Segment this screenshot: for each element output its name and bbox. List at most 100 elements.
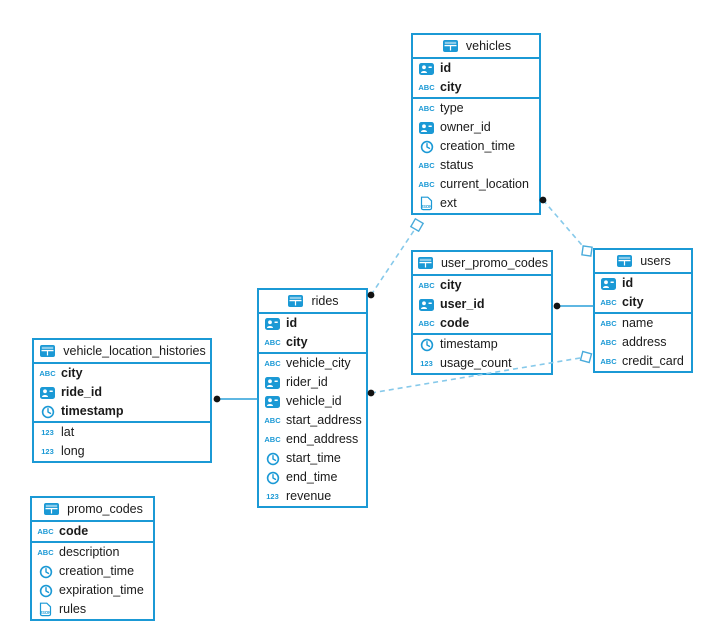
column-row-end_time[interactable]: end_time xyxy=(259,468,366,487)
column-row-name[interactable]: ABC name xyxy=(595,314,691,333)
table-title: users xyxy=(640,253,671,268)
text-abc-icon: ABC xyxy=(600,297,617,307)
column-name: city xyxy=(622,295,644,310)
column-row-ext[interactable]: JSON ext xyxy=(413,194,539,213)
json-icon: JSON xyxy=(417,196,436,211)
relation-vehicle_location_histories-rides[interactable] xyxy=(213,395,258,403)
relation-vehicles-users[interactable] xyxy=(539,196,593,257)
relation-diamond-endpoint xyxy=(409,217,425,233)
column-name: creation_time xyxy=(59,564,135,579)
text-abc-icon: ABC xyxy=(37,526,54,536)
column-row-credit_card[interactable]: ABC credit_card xyxy=(595,352,691,371)
column-row-owner_id[interactable]: owner_id xyxy=(413,118,539,137)
column-name: end_time xyxy=(286,470,338,485)
table-header-rides[interactable]: rides xyxy=(259,290,366,314)
column-row-creation_time[interactable]: creation_time xyxy=(32,562,153,581)
column-row-type[interactable]: ABC type xyxy=(413,99,539,118)
column-row-id[interactable]: id xyxy=(595,274,691,293)
table-header-promo_codes[interactable]: promo_codes xyxy=(32,498,153,522)
relation-dot-endpoint xyxy=(367,389,375,397)
number-123-icon: 123 xyxy=(420,358,433,368)
table-icon xyxy=(286,295,305,307)
table-header-vehicles[interactable]: vehicles xyxy=(413,35,539,59)
text-abc-icon: ABC xyxy=(418,179,435,189)
column-name: name xyxy=(622,316,654,331)
text-abc-icon: ABC xyxy=(418,103,435,113)
column-row-timestamp[interactable]: timestamp xyxy=(413,335,551,354)
svg-text:JSON: JSON xyxy=(40,610,51,615)
table-header-vehicle_location_histories[interactable]: vehicle_location_histories xyxy=(34,340,210,364)
relation-line[interactable] xyxy=(542,199,588,252)
column-row-vehicle_id[interactable]: vehicle_id xyxy=(259,392,366,411)
text-abc-icon: ABC xyxy=(600,337,617,347)
column-row-id[interactable]: id xyxy=(413,59,539,78)
column-name: description xyxy=(59,545,120,560)
table-icon xyxy=(441,40,460,52)
relation-dot-endpoint xyxy=(367,291,375,299)
column-name: ext xyxy=(440,196,457,211)
table-icon xyxy=(42,503,61,515)
relation-user_promo_codes-users[interactable] xyxy=(553,302,594,310)
column-name: city xyxy=(440,80,462,95)
column-row-start_time[interactable]: start_time xyxy=(259,449,366,468)
table-header-user_promo_codes[interactable]: user_promo_codes xyxy=(413,252,551,276)
clock-icon xyxy=(36,565,55,579)
column-row-timestamp[interactable]: timestamp xyxy=(34,402,210,421)
column-name: rules xyxy=(59,602,87,617)
column-name: credit_card xyxy=(622,354,684,369)
number-123-icon: 123 xyxy=(41,446,54,456)
column-row-city[interactable]: ABC city xyxy=(595,293,691,312)
column-row-expiration_time[interactable]: expiration_time xyxy=(32,581,153,600)
text-abc-icon: ABC xyxy=(418,318,435,328)
column-name: id xyxy=(440,61,452,76)
column-row-city[interactable]: ABC city xyxy=(259,333,366,352)
column-row-id[interactable]: id xyxy=(259,314,366,333)
column-row-rider_id[interactable]: rider_id xyxy=(259,373,366,392)
column-name: ride_id xyxy=(61,385,102,400)
column-row-rules[interactable]: JSON rules xyxy=(32,600,153,619)
id-card-icon xyxy=(263,395,282,408)
relation-diamond-endpoint xyxy=(581,245,593,257)
column-name: city xyxy=(286,335,308,350)
clock-icon xyxy=(417,338,436,352)
text-abc-icon: ABC xyxy=(418,280,435,290)
text-abc-icon: ABC xyxy=(600,318,617,328)
column-name: creation_time xyxy=(440,139,516,154)
table-header-users[interactable]: users xyxy=(595,250,691,274)
table-title: vehicle_location_histories xyxy=(63,343,206,358)
column-name: lat xyxy=(61,425,75,440)
column-name: timestamp xyxy=(61,404,124,419)
text-abc-icon: ABC xyxy=(600,356,617,366)
column-row-creation_time[interactable]: creation_time xyxy=(413,137,539,156)
table-icon xyxy=(38,345,57,357)
column-name: type xyxy=(440,101,464,116)
column-row-user_id[interactable]: user_id xyxy=(413,295,551,314)
column-name: expiration_time xyxy=(59,583,144,598)
column-row-ride_id[interactable]: ride_id xyxy=(34,383,210,402)
text-abc-icon: ABC xyxy=(264,337,281,347)
